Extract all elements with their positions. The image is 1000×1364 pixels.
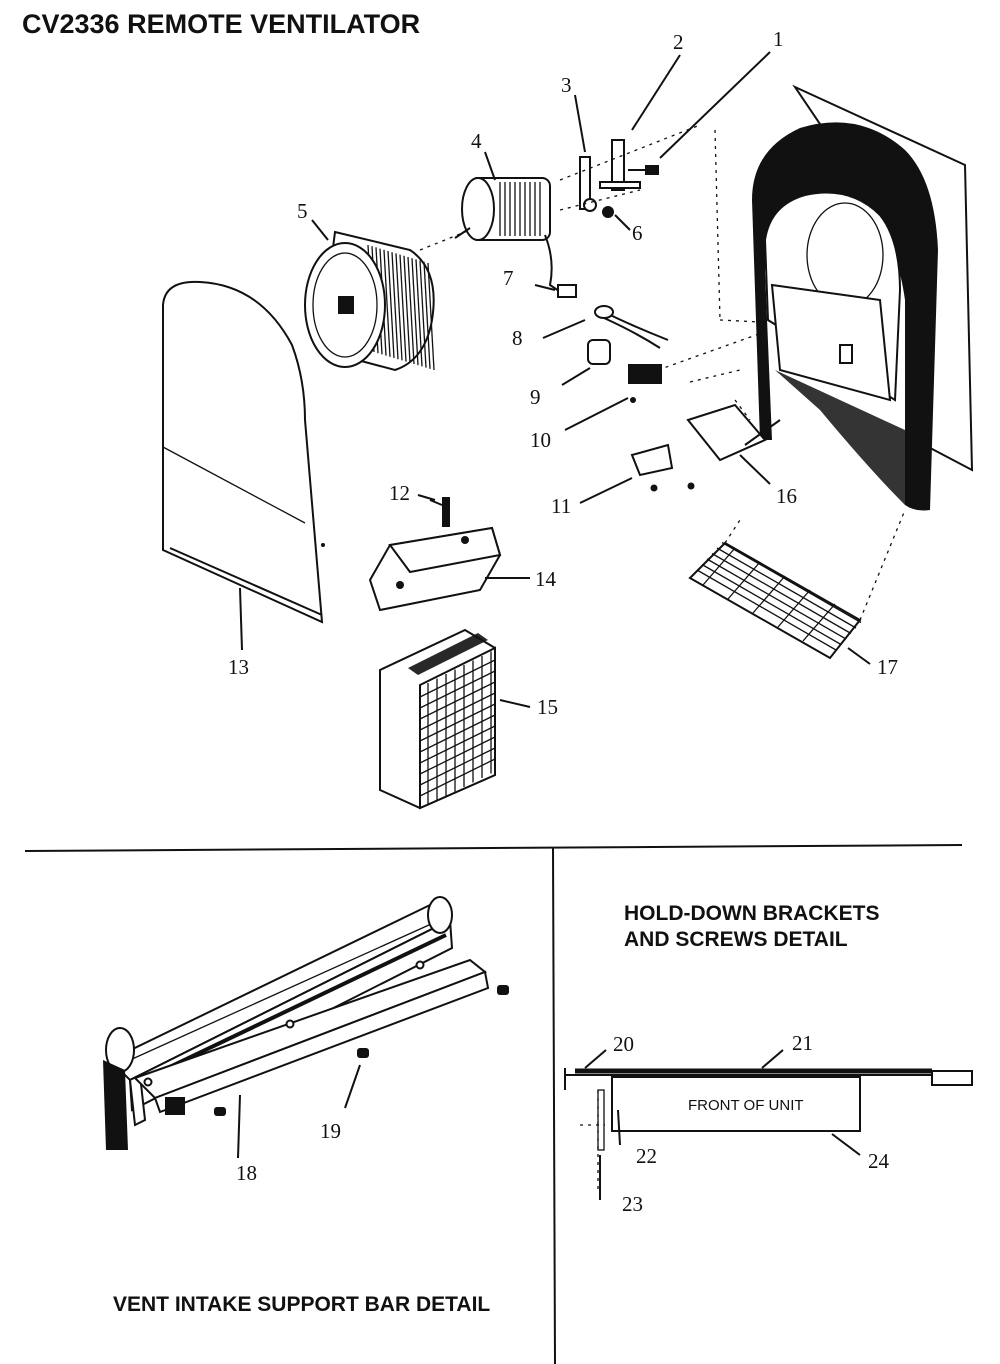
callout-21: 21 [792,1031,813,1055]
air-filter [379,628,496,810]
hold-down-brackets [630,369,781,492]
vent-intake-housing [368,497,502,612]
callout-3: 3 [561,73,572,97]
callout-10: 10 [530,428,551,452]
callout-8: 8 [512,326,523,350]
callout-24: 24 [868,1149,890,1173]
callout-17: 17 [877,655,898,679]
callout-15: 15 [537,695,558,719]
callout-4: 4 [471,129,482,153]
vertical-divider [552,847,556,1364]
front-of-unit-label: FRONT OF UNIT [688,1097,804,1114]
ventilator-housing [714,84,974,511]
motor-mount-brackets [559,124,701,218]
callout-13: 13 [228,655,249,679]
callout-1: 1 [773,27,784,51]
brackets-heading-line1: HOLD-DOWN BRACKETS [624,902,879,925]
callout-23: 23 [622,1192,643,1216]
callout-2: 2 [673,30,684,54]
callout-18: 18 [236,1161,257,1185]
blower-motor [419,177,566,296]
callout-5: 5 [297,199,308,223]
hold-down-brackets-detail: HOLD-DOWN BRACKETS AND SCREWS DETAIL FRO… [564,902,973,1216]
blower-wheel [304,230,435,372]
intake-grille [688,509,906,660]
callout-7: 7 [503,266,514,290]
callout-12: 12 [389,481,410,505]
wiring-components [557,284,771,403]
horizontal-divider [24,844,963,852]
callout-16: 16 [776,484,797,508]
diagram-title: CV2336 REMOTE VENTILATOR [22,9,420,39]
vent-support-bar-detail: 18 19 VENT INTAKE SUPPORT BAR DETAIL [103,896,509,1316]
callout-20: 20 [613,1032,634,1056]
callout-6: 6 [632,221,643,245]
brackets-heading-line2: AND SCREWS DETAIL [624,928,848,951]
callout-9: 9 [530,385,541,409]
callout-22: 22 [636,1144,657,1168]
callout-19: 19 [320,1119,341,1143]
callout-leaders [239,51,871,708]
callout-11: 11 [551,494,571,518]
front-panel [162,280,325,624]
vent-detail-caption: VENT INTAKE SUPPORT BAR DETAIL [113,1293,490,1316]
callout-14: 14 [535,567,557,591]
